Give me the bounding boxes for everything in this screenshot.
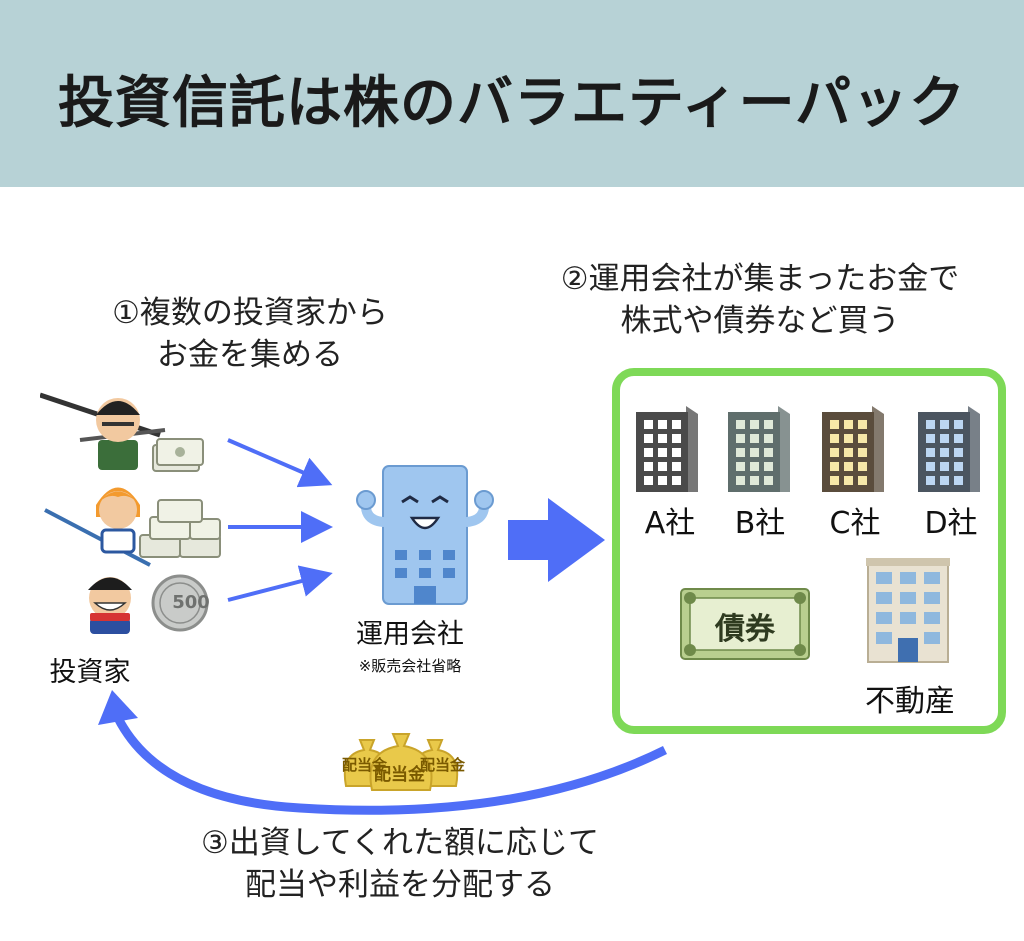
header-banner — [0, 0, 1024, 187]
company-c-building-icon — [822, 406, 884, 492]
management-company-label: 運用会社 — [356, 619, 464, 650]
company-buildings — [636, 406, 980, 492]
company-b-label: B社 — [734, 506, 786, 541]
step-3-line-1: ③出資してくれた額に応じて — [201, 825, 599, 861]
bond-icon — [680, 588, 810, 660]
investor-swordsman-icon — [40, 392, 166, 470]
investor-captain-icon — [88, 577, 132, 634]
banknotes-small-icon — [152, 438, 204, 472]
step-1-line-1: ①複数の投資家から — [112, 295, 388, 331]
company-a-building-icon — [636, 406, 698, 492]
dividend-bag-labels: 配当金 配当金 配当金 — [338, 752, 468, 785]
company-a-label: A社 — [644, 506, 696, 541]
arrow-investor-1 — [227, 438, 333, 488]
company-b-building-icon — [728, 406, 790, 492]
investor-label: 投資家 — [49, 657, 131, 688]
step-1-caption: ①複数の投資家から お金を集める — [40, 292, 460, 376]
banknotes-large-icon — [139, 499, 221, 558]
investor-navigator-icon — [44, 487, 151, 567]
dividend-bag-label-center: 配当金 — [374, 765, 425, 785]
management-company-icon — [356, 465, 494, 605]
investor-group — [40, 392, 221, 634]
company-c-label: C社 — [829, 506, 881, 541]
step-3-line-2: 配当や利益を分配する — [245, 867, 555, 903]
management-company-note: ※販売会社省略 — [358, 657, 462, 675]
step-2-caption: ②運用会社が集まったお金で 株式や債券など買う — [500, 258, 1020, 342]
real-estate-building-icon — [866, 558, 950, 663]
arrow-investor-3 — [227, 565, 333, 602]
real-estate-label: 不動産 — [865, 684, 955, 719]
dividend-bag-label-right: 配当金 — [420, 756, 466, 774]
step-2-line-2: 株式や債券など買う — [620, 303, 900, 339]
big-arrow-to-portfolio — [508, 498, 605, 582]
company-d-building-icon — [918, 406, 980, 492]
dividend-arrow-head — [98, 690, 138, 725]
step-2-line-1: ②運用会社が集まったお金で — [560, 261, 960, 297]
step-3-caption: ③出資してくれた額に応じて 配当や利益を分配する — [120, 822, 680, 906]
step-1-line-2: お金を集める — [157, 337, 343, 373]
page-title: 投資信託は株のバラエティーパック — [57, 71, 967, 136]
coin-500-label: 500 — [172, 592, 210, 613]
coin-500-icon — [151, 574, 209, 632]
company-d-label: D社 — [924, 506, 978, 541]
dividend-bag-label-left: 配当金 — [342, 756, 388, 774]
dividend-return-arrow — [113, 715, 667, 815]
dividend-bags-icon — [343, 733, 459, 791]
bond-label: 債券 — [715, 612, 775, 647]
portfolio-box — [612, 368, 1006, 734]
